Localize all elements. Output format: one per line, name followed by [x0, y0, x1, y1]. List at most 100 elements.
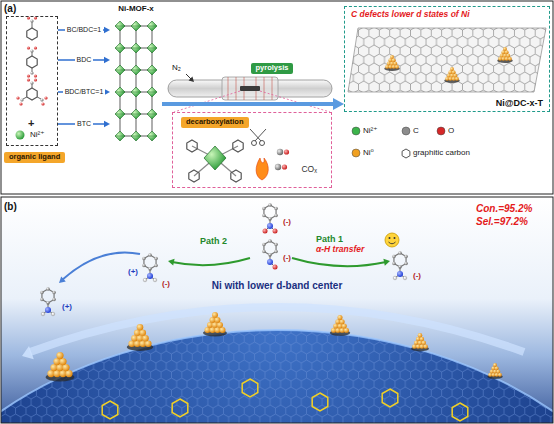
graphene-sheet [497, 47, 513, 63]
node-text: pyrolysis [256, 64, 289, 73]
reaction-arrows [168, 259, 175, 266]
panel-b-scene [487, 363, 503, 379]
smiley-icon [385, 233, 399, 247]
panel-b-frame [1, 197, 553, 423]
ligand-banner: organic ligand [4, 152, 65, 163]
tube-furnace [228, 77, 229, 100]
edge-label-anchor: BDC/BTC=1 [63, 88, 106, 96]
tube-furnace [168, 74, 332, 112]
graphene-sheet [348, 28, 546, 92]
panel-b-scene [242, 379, 258, 397]
reaction-molecules [262, 203, 278, 233]
reaction-molecules [392, 251, 408, 280]
reaction-molecules [262, 239, 278, 269]
mof-lattice [151, 26, 153, 136]
annotation-text: Path 2 [200, 236, 227, 246]
reaction-arrows [383, 259, 390, 266]
product-box: C defects lower d states of NiNi@DC-x-T [344, 6, 550, 112]
edge-label: BDC [75, 56, 94, 64]
ligand-molecules [19, 102, 22, 105]
panel-b-scene [1, 330, 553, 423]
arrow-head [333, 98, 344, 110]
panel-b-scene [452, 403, 468, 421]
annotation-text: (-) [283, 217, 291, 226]
graphitic-carbon-swatch [402, 149, 410, 158]
ligand-molecules [23, 97, 27, 99]
smiley-icon [385, 233, 399, 247]
mof-nodes [115, 21, 157, 141]
panel-b-scene [22, 346, 34, 359]
graphitic-carbon-swatch [402, 149, 410, 158]
decarboxylation-scene [204, 146, 226, 170]
ligand-molecules [27, 46, 30, 49]
annotation-text: α-H transfer [316, 245, 364, 255]
annotation-text: (a) [4, 3, 16, 15]
decarboxylation-scene [260, 141, 265, 146]
decarboxylation-scene [284, 149, 289, 154]
tube-furnace [264, 77, 265, 100]
mof-lattice [135, 26, 137, 136]
flow-arrow [162, 98, 344, 110]
label-anchor: (+) [128, 267, 138, 276]
decarboxylation-scene [250, 129, 261, 141]
node-text: Ni²⁺ [30, 130, 44, 139]
ligand-molecules [30, 49, 33, 52]
smiley-icon [389, 237, 391, 239]
ligand-molecules [30, 71, 33, 74]
legend-text: graphitic carbon [413, 148, 470, 157]
node-text: Ni@DC-x-T [496, 98, 543, 108]
flow-arrow [58, 57, 110, 64]
legend-text: Ni⁰ [363, 148, 374, 157]
mof-nodes [115, 87, 125, 97]
flow-arrow [58, 89, 110, 96]
mof-nodes [147, 109, 157, 119]
tube-furnace [189, 77, 194, 82]
mof-nodes [131, 109, 141, 119]
panel-b-scene [102, 401, 118, 419]
flow-arrow [58, 27, 110, 34]
decarboxylation-scene [187, 129, 289, 182]
label-anchor: (+) [62, 302, 72, 311]
arrow-line [162, 102, 335, 106]
decarboxylation-scene [255, 129, 266, 141]
panel-b-scene [30, 307, 524, 352]
legend-anchor: graphitic carbon [413, 148, 470, 157]
mof-nodes [115, 109, 125, 119]
panel-a-frame [1, 1, 553, 194]
decarboxylation-scene [277, 149, 283, 155]
ligand-molecules [27, 88, 37, 100]
annotation-text: (+) [62, 302, 72, 311]
ligand-molecules [16, 96, 19, 99]
arrow-head [104, 27, 110, 34]
tube-furnace [228, 77, 272, 100]
node-text: Ni-MOF-x [118, 4, 154, 13]
mof-nodes [131, 87, 141, 97]
ligand-molecules [27, 74, 30, 77]
graphene-sheet [444, 67, 460, 83]
label-anchor: Ni with lower d-band center [212, 280, 343, 292]
label-anchor: Path 1 [316, 234, 343, 244]
mof-nodes [131, 21, 141, 31]
ligand-molecules [37, 97, 41, 99]
legend-anchor: Ni⁰ [363, 148, 374, 157]
annotation-text: (+) [128, 267, 138, 276]
decarboxylation-scene [282, 164, 287, 169]
reaction-molecules [142, 253, 158, 282]
edge-label: BC/BDC=1 [65, 26, 103, 34]
legend-anchor: C [413, 126, 419, 135]
decarboxylation-scene [233, 140, 243, 152]
ligand-molecules [27, 28, 37, 40]
graphene-sheet [348, 28, 546, 92]
legend-swatch [402, 127, 410, 135]
smiley-icon [394, 237, 396, 239]
edge-label-anchor: BC/BDC=1 [65, 26, 103, 34]
panel-b-scene [411, 333, 429, 351]
panel-b-scene [1, 197, 553, 423]
panel-a-frame [1, 1, 553, 194]
mof-nodes [147, 87, 157, 97]
annotation-text: Sel.=97.2% [476, 216, 528, 228]
decarboxylation-scene [189, 170, 199, 182]
edge-label: BDC/BTC=1 [63, 88, 106, 96]
edge-label: BTC [75, 120, 93, 128]
